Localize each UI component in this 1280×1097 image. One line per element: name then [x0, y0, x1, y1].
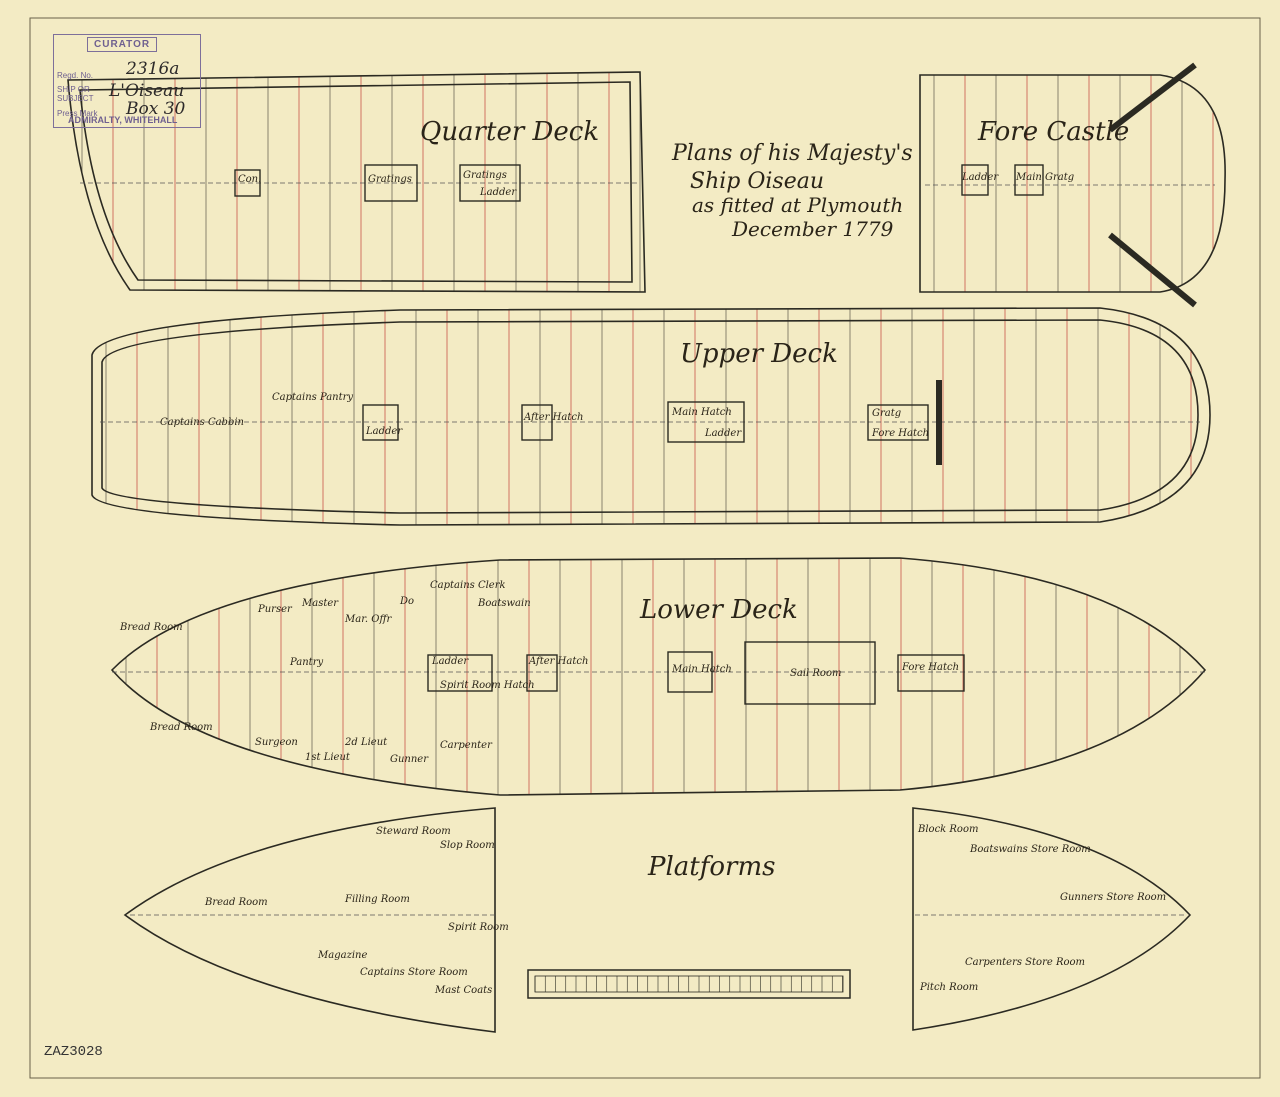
press-value: Box 30	[126, 99, 186, 119]
plan-title: Plans of his Majesty's Ship Oiseau as fi…	[671, 141, 913, 241]
label-captains-pantry: Captains Pantry	[272, 392, 353, 403]
label-filling-room: Filling Room	[344, 894, 410, 905]
label-pantry: Pantry	[289, 657, 323, 668]
subject-value: L'Oiseau	[109, 81, 185, 101]
upper-deck-plan: Captains Cabbin Captains Pantry Ladder A…	[91, 307, 1211, 526]
label-gratg: Gratg	[872, 408, 901, 419]
label-captains-clerk: Captains Clerk	[430, 580, 506, 591]
label-pitch-room: Pitch Room	[919, 982, 978, 993]
label-mar-offr: Mar. Offr	[344, 614, 393, 625]
label-spirit-room: Spirit Room	[448, 922, 509, 933]
title-line-1: Plans of his Majesty's	[671, 141, 913, 166]
label-bread-room: Bread Room	[204, 897, 268, 908]
stamp-footer: ADMIRALTY, WHITEHALL	[68, 115, 178, 125]
platforms-title: Platforms	[647, 852, 775, 882]
label-bread-room-2: Bread Room	[149, 722, 213, 733]
regd-value: 2316a	[126, 59, 180, 79]
platforms-plan: Bread Room Filling Room Magazine Steward…	[123, 807, 1192, 1033]
label-ladder: Ladder	[961, 172, 999, 183]
label-gunners-store-room: Gunners Store Room	[1060, 892, 1166, 903]
lower-deck-title: Lower Deck	[639, 595, 798, 625]
label-after-hatch: After Hatch	[523, 412, 583, 423]
label-after-hatch: After Hatch	[528, 656, 588, 667]
label-ladder: Ladder	[479, 187, 517, 198]
label-captains-cabbin: Captains Cabbin	[160, 417, 244, 428]
label-sail-room: Sail Room	[790, 668, 841, 679]
title-line-3: as fitted at Plymouth	[692, 193, 903, 217]
planking-cu	[105, 308, 1192, 525]
label-carpenters-store-room: Carpenters Store Room	[965, 957, 1085, 968]
label-2d-lieut: 2d Lieut	[344, 737, 388, 748]
fore-castle-plan: Ladder Main Gratg Fore Castle	[919, 62, 1226, 308]
subject-label: SHIP OR SUBJECT	[57, 85, 94, 103]
curator-stamp: CURATOR Regd. No. 2316a SHIP OR SUBJECT …	[53, 34, 201, 128]
label-block-room: Block Room	[917, 824, 978, 835]
label-steward-room: Steward Room	[376, 826, 451, 837]
planking-cq	[81, 72, 641, 292]
label-gratings-2: Gratings	[463, 170, 507, 181]
label-main-hatch: Main Hatch	[671, 407, 732, 418]
deck-planking	[81, 72, 1214, 795]
lower-deck-plan: Bread Room Bread Room Purser Master Mar.…	[110, 557, 1207, 796]
fore-castle-title: Fore Castle	[977, 117, 1129, 147]
label-ladder: Ladder	[365, 426, 403, 437]
label-gratings: Gratings	[368, 174, 412, 185]
label-slop-room: Slop Room	[440, 840, 495, 851]
stamp-heading: CURATOR	[87, 37, 158, 52]
planking-cl	[125, 558, 1181, 795]
label-spirit-room-hatch: Spirit Room Hatch	[440, 680, 535, 691]
label-ladder: Ladder	[431, 656, 469, 667]
quarter-deck-plan: Con. Gratings Gratings Ladder Quarter De…	[67, 71, 646, 293]
quarter-deck-title: Quarter Deck	[420, 117, 599, 147]
scale-bar	[527, 969, 851, 999]
label-main-hatch: Main Hatch	[671, 664, 732, 675]
title-line-4: December 1779	[731, 217, 894, 241]
label-boatswains-store-room: Boatswains Store Room	[969, 844, 1091, 855]
press-label: Press Mark	[57, 109, 98, 118]
label-gunner: Gunner	[390, 754, 429, 765]
label-1st-lieut: 1st Lieut	[305, 752, 351, 763]
label-boatswain: Boatswain	[477, 598, 531, 609]
label-main-gratg: Main Gratg	[1015, 172, 1074, 183]
label-do: Do	[399, 596, 414, 607]
label-fore-hatch: Fore Hatch	[871, 428, 929, 439]
label-magazine: Magazine	[317, 950, 367, 961]
label-mast-coats: Mast Coats	[434, 985, 492, 996]
regd-label: Regd. No.	[57, 71, 94, 80]
label-captains-store-room: Captains Store Room	[360, 967, 468, 978]
title-line-2: Ship Oiseau	[690, 169, 824, 194]
label-con: Con.	[238, 174, 261, 185]
label-bread-room: Bread Room	[119, 622, 183, 633]
sheet-border	[29, 17, 1261, 1079]
label-purser: Purser	[257, 604, 293, 615]
reference-number: ZAZ3028	[44, 1044, 103, 1060]
label-master: Master	[301, 598, 339, 609]
label-carpenter: Carpenter	[440, 740, 493, 751]
upper-deck-title: Upper Deck	[680, 339, 838, 369]
label-surgeon: Surgeon	[255, 737, 298, 748]
label-fore-hatch: Fore Hatch	[901, 662, 959, 673]
label-ladder-2: Ladder	[704, 428, 742, 439]
